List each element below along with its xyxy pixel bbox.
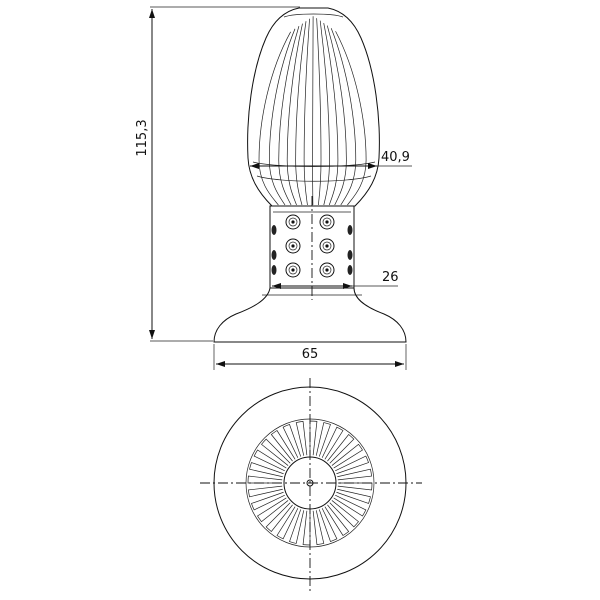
bulb-rib bbox=[335, 31, 367, 206]
radial-rib bbox=[327, 434, 355, 464]
top-view bbox=[200, 378, 422, 592]
radial-rib bbox=[315, 422, 331, 457]
stud-edge bbox=[271, 265, 277, 275]
radial-rib bbox=[318, 508, 338, 542]
radial-rib bbox=[324, 504, 350, 536]
bulb-rib bbox=[286, 23, 303, 206]
bulb-rib bbox=[295, 21, 307, 206]
bulb-cap bbox=[283, 13, 344, 18]
base-diameter-label: 65 bbox=[302, 347, 319, 362]
stud-edge bbox=[271, 250, 277, 260]
radial-ribs bbox=[247, 420, 373, 546]
radial-rib bbox=[331, 443, 363, 469]
radial-rib bbox=[248, 485, 283, 498]
radial-rib bbox=[247, 475, 283, 484]
bulb-rib bbox=[312, 16, 314, 206]
bulb-rib bbox=[316, 18, 322, 206]
stud-edge bbox=[347, 225, 353, 235]
radial-rib bbox=[337, 482, 373, 491]
bulb-rib bbox=[323, 23, 339, 206]
radial-rib bbox=[276, 506, 299, 540]
stud bbox=[319, 214, 335, 230]
radial-rib bbox=[335, 455, 369, 475]
bulb-ribs bbox=[258, 16, 367, 206]
stud-edge bbox=[347, 250, 353, 260]
radial-rib bbox=[321, 426, 344, 460]
radial-rib bbox=[261, 438, 291, 466]
bulb-rib bbox=[268, 28, 296, 206]
bulb-band-lower bbox=[256, 175, 372, 182]
radial-rib bbox=[295, 421, 308, 456]
stud bbox=[285, 214, 301, 230]
radial-rib bbox=[309, 420, 318, 456]
stud bbox=[285, 262, 301, 278]
bulb-rib bbox=[319, 20, 330, 206]
stud bbox=[319, 262, 335, 278]
stud-edge bbox=[271, 225, 277, 235]
height-label: 115,3 bbox=[135, 119, 150, 156]
radial-rib bbox=[312, 510, 325, 545]
radial-rib bbox=[302, 510, 311, 546]
radial-rib bbox=[329, 500, 359, 528]
radial-rib bbox=[336, 488, 371, 504]
neck-studs bbox=[271, 214, 353, 278]
dimension-base: 65 bbox=[213, 344, 407, 370]
radial-rib bbox=[251, 491, 285, 511]
radial-rib bbox=[249, 462, 284, 478]
radial-rib bbox=[333, 494, 367, 517]
radial-rib bbox=[289, 509, 305, 544]
radial-rib bbox=[265, 502, 293, 532]
radial-rib bbox=[257, 497, 289, 523]
dimension-height: 115,3 bbox=[135, 6, 300, 342]
stud bbox=[319, 238, 335, 254]
radial-rib bbox=[253, 449, 287, 472]
dimension-bulb: 40,9 bbox=[250, 150, 412, 169]
radial-rib bbox=[270, 430, 296, 462]
base-flare bbox=[213, 287, 407, 343]
radial-rib bbox=[337, 468, 372, 481]
bulb-diameter-label: 40,9 bbox=[381, 150, 410, 165]
stud-edge bbox=[347, 265, 353, 275]
bulb-rib bbox=[326, 25, 347, 206]
radial-rib bbox=[282, 424, 302, 458]
stud bbox=[285, 238, 301, 254]
neck-diameter-label: 26 bbox=[382, 270, 399, 285]
dimension-neck: 26 bbox=[272, 270, 399, 289]
bulb-rib bbox=[258, 31, 291, 206]
bulb-rib bbox=[330, 28, 357, 206]
bulb-outline bbox=[247, 7, 380, 207]
side-view bbox=[213, 7, 407, 343]
bulb-rib bbox=[303, 18, 310, 206]
bulb-rib bbox=[278, 25, 300, 206]
